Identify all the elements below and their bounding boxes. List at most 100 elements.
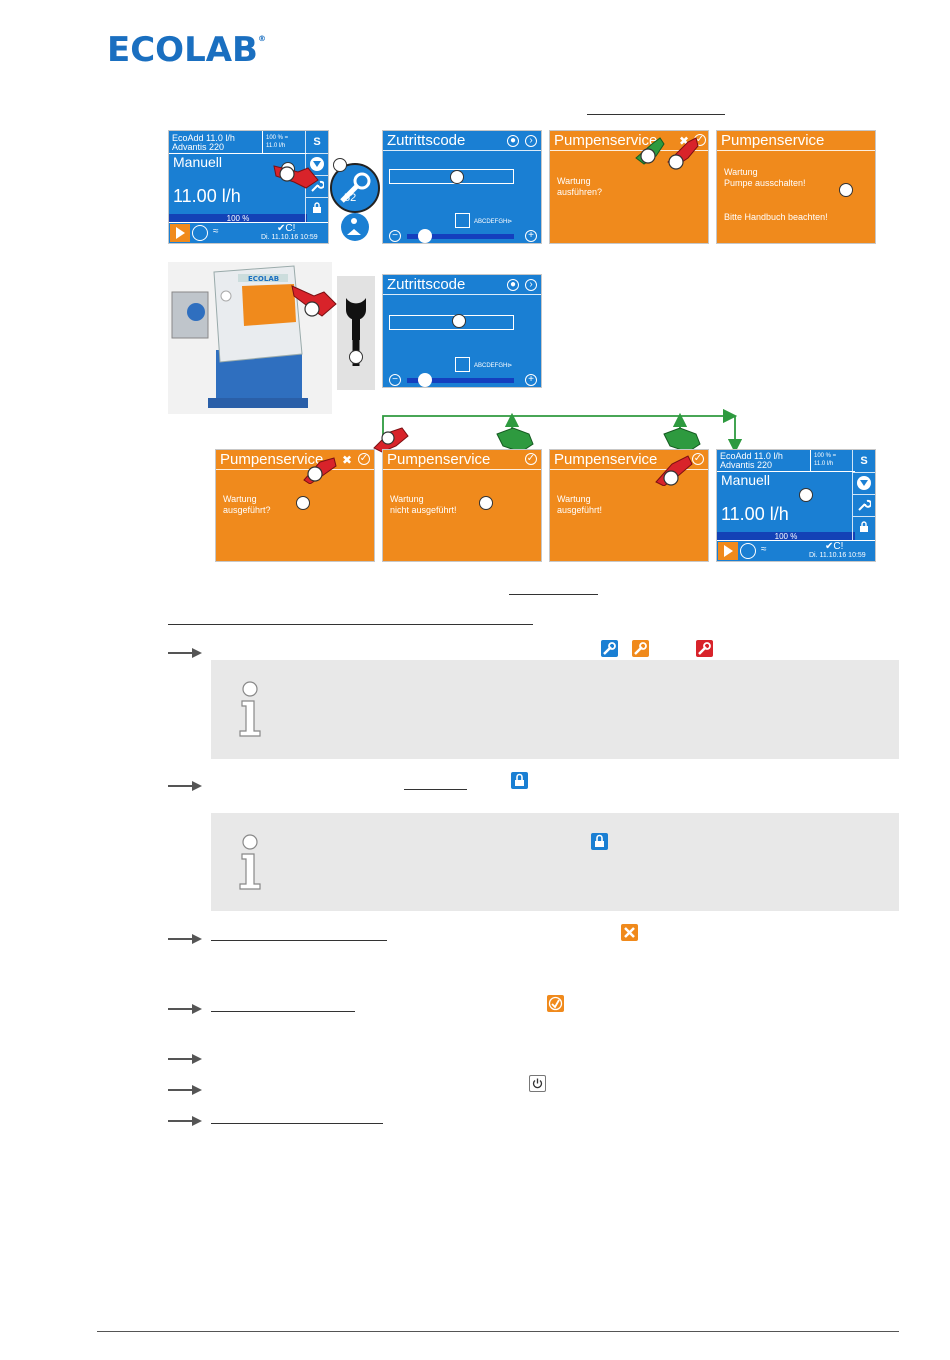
progress-bar: 100 % [169,214,307,223]
char-list: ABCDEFGH⊳ [474,219,513,225]
link-underline[interactable] [211,940,387,941]
lock-icon [591,833,608,850]
callout-marker [296,496,310,510]
play-icon[interactable] [170,224,190,242]
menu-icon[interactable] [192,225,208,241]
slider-knob[interactable] [418,373,432,387]
link-underline[interactable] [404,789,467,790]
step-arrow-icon [168,1085,202,1095]
minus-button[interactable]: − [389,374,401,386]
product-line2: Advantis 220 [720,460,773,470]
step-arrow-icon [168,1116,202,1126]
char-list: ABCDEFGH⊳ [474,363,513,369]
check-icon[interactable]: ✓ [692,453,704,465]
product-line1: EcoAdd 11.0 l/h [720,451,783,461]
wrench-icon[interactable] [306,175,328,198]
check-icon[interactable]: ✓ [358,453,370,465]
service-warning-screen: Pumpenservice Wartung Pumpe ausschalten!… [716,130,876,244]
step-arrow-icon [168,1004,202,1014]
service-title: Pumpenservice [550,131,708,151]
char-slider[interactable] [407,234,514,239]
green-hand-icon [663,427,701,453]
callout-marker [333,158,347,172]
cancel-icon[interactable]: ✖ [341,453,353,467]
drop-icon[interactable]: ● [507,135,519,147]
service-line2: ausgeführt! [557,505,603,515]
lock-icon[interactable] [853,516,875,538]
service-title: Pumpenservice [550,450,708,470]
step-arrow-icon [168,648,202,658]
product-line2: Advantis 220 [172,142,225,152]
link-underline[interactable] [211,1123,383,1124]
code-input[interactable] [389,169,514,184]
red-hand-icon [273,165,319,189]
service-line1: Wartung [557,494,591,504]
drop-icon[interactable]: ● [507,279,519,291]
pump-icon[interactable] [306,153,328,176]
plus-button[interactable]: + [525,374,537,386]
mode-label: Manuell [721,472,771,488]
progress-bar: 100 % [717,532,855,541]
cancel-icon[interactable]: ✖ [678,134,690,148]
check-icon[interactable]: ✓ [525,453,537,465]
footer-rule [97,1331,899,1332]
datetime-label: Di. 11.10.16 10:59 [261,234,318,241]
slider-knob[interactable] [418,229,432,243]
pct-line2: 11.0 l/h [814,461,834,467]
caption-underline [509,594,598,595]
next-icon[interactable]: › [525,279,537,291]
status-label: ✔C! [825,541,844,552]
service-line1: Wartung [557,176,591,186]
wrench-panel [337,276,375,390]
wrench-icon [346,298,366,366]
callout-marker [450,170,464,184]
side-s-button[interactable]: S [853,450,875,473]
pump-icon[interactable] [853,472,875,495]
info-icon [239,681,261,737]
side-s-button[interactable]: S [306,131,328,154]
main-screen-bottom: EcoAdd 11.0 l/h Advantis 220 100 % = 11.… [716,449,876,562]
bottom-bar: ≈ ✔C! Di. 11.10.16 10:59 [717,540,875,561]
info-box [211,813,899,911]
hand-icons [635,137,699,170]
ecolab-logo: ECOLAB® [107,30,266,70]
char-box[interactable] [455,213,470,228]
red-hand-icon [291,285,337,317]
link-underline[interactable] [211,1011,355,1012]
red-hand-icon [655,455,693,486]
code-screen-title: Zutrittscode [383,131,541,151]
code-screen-top: Zutrittscode ● › ABCDEFGH⊳ − + [382,130,542,244]
wrench-blue-icon [601,640,618,657]
lock-icon[interactable] [306,197,328,219]
wrench-orange-icon [632,640,649,657]
menu-icon[interactable] [740,543,756,559]
wrench-icon[interactable] [853,494,875,517]
pct-line1: 100 % = [814,453,837,459]
pct-line2: 11.0 l/h [266,143,286,149]
code-screen-title: Zutrittscode [383,275,541,295]
callout-marker [799,488,813,502]
service-not-done-screen: Pumpenservice ✓ Wartung nicht ausgeführt… [382,449,542,562]
step-arrow-icon [168,1054,202,1064]
char-slider[interactable] [407,378,514,383]
mode-label: Manuell [173,154,223,170]
bottom-bar: ≈ ✔C! Di. 11.10.16 10:59 [169,222,328,243]
lock-icon [511,772,528,789]
minus-button[interactable]: − [389,230,401,242]
step-arrow-icon [168,781,202,791]
warning-line1: Wartung [724,167,758,177]
info-box [211,660,899,759]
hand-icon[interactable]: ≈ [761,544,767,555]
code-input[interactable] [389,315,514,330]
char-box[interactable] [455,357,470,372]
hand-icon[interactable]: ≈ [213,226,219,237]
service-line2: ausführen? [557,187,603,197]
callout-marker [349,350,363,364]
play-icon[interactable] [718,542,738,560]
power-icon [529,1075,546,1092]
next-icon[interactable]: › [525,135,537,147]
heading-underline [587,114,725,115]
plus-button[interactable]: + [525,230,537,242]
service-title: Pumpenservice [383,450,541,470]
product-line1: EcoAdd 11.0 l/h [172,133,235,143]
